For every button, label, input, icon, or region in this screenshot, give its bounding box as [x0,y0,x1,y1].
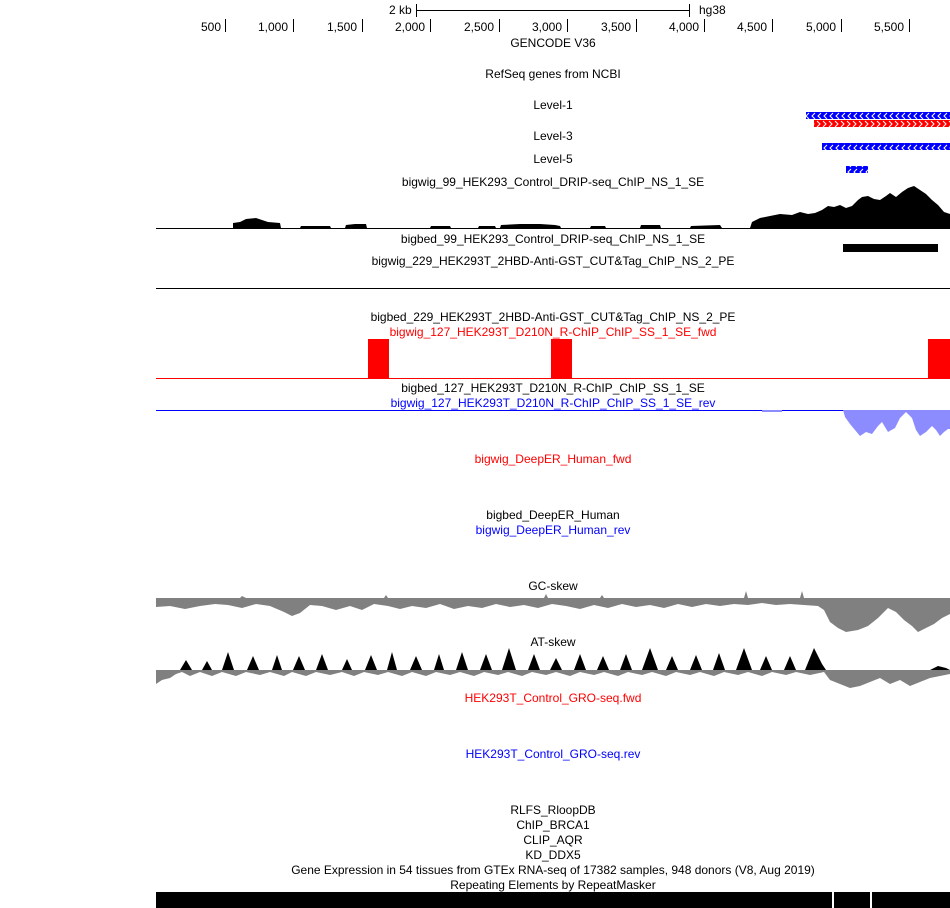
track-label-kd-ddx5[interactable]: KD_DDX5 [525,848,581,862]
ruler-tick [225,19,226,32]
bigwig-127-rev-signal[interactable] [156,410,950,436]
ruler-tick-label: 5,500 [874,20,905,34]
ruler-tick [430,19,431,32]
ruler-tick-label: 500 [201,20,222,34]
ruler-tick [841,19,842,32]
track-label-gtex[interactable]: Gene Expression in 54 tissues from GTEx … [291,863,815,877]
bigbed-99-feature[interactable] [843,244,938,252]
track-label-bigwig-127-fwd[interactable]: bigwig_127_HEK293T_D210N_R-ChIP_ChIP_SS_… [389,325,717,339]
track-label-chip-brca1[interactable]: ChIP_BRCA1 [516,818,590,832]
ruler-tick-label: 4,000 [669,20,700,34]
track-label-deeper-rev[interactable]: bigwig_DeepER_Human_rev [475,523,631,537]
track-label-bigwig-127-rev[interactable]: bigwig_127_HEK293T_D210N_R-ChIP_ChIP_SS_… [390,396,716,410]
level3-feature[interactable] [814,120,950,127]
track-label-repeatmasker[interactable]: Repeating Elements by RepeatMasker [450,878,656,892]
at-skew-signal[interactable] [156,648,950,688]
scale-bar-right-cap [689,4,690,17]
level5-feature-small[interactable] [846,166,868,173]
ruler-tick [909,19,910,32]
ruler-tick [772,19,773,32]
ruler-tick-label: 3,500 [601,20,632,34]
bigwig-99-signal[interactable] [156,186,950,229]
ruler-tick [636,19,637,32]
ruler-tick [499,19,500,32]
track-label-at-skew[interactable]: AT-skew [530,635,576,649]
track-label-bigwig-229[interactable]: bigwig_229_HEK293T_2HBD-Anti-GST_CUT&Tag… [371,254,735,268]
track-label-rlfs[interactable]: RLFS_RloopDB [510,803,596,817]
level1-feature[interactable] [806,112,950,119]
ruler: 2 kb hg38 500 1,000 1,500 2,000 2,500 3,… [0,0,950,36]
ruler-tick-label: 3,000 [532,20,563,34]
assembly-label: hg38 [699,3,726,17]
track-label-bigbed-99[interactable]: bigbed_99_HEK293_Control_DRIP-seq_ChIP_N… [400,232,706,246]
ruler-tick-label: 2,000 [395,20,426,34]
ruler-tick-label: 2,500 [464,20,495,34]
track-label-bigwig-99[interactable]: bigwig_99_HEK293_Control_DRIP-seq_ChIP_N… [401,175,705,189]
repeatmasker-bar[interactable] [156,892,950,908]
track-label-deeper-fwd[interactable]: bigwig_DeepER_Human_fwd [474,452,632,466]
track-label-refseq[interactable]: RefSeq genes from NCBI [485,67,621,81]
track-label-gro-rev[interactable]: HEK293T_Control_GRO-seq.rev [465,747,641,761]
track-label-bigbed-127[interactable]: bigbed_127_HEK293T_D210N_R-ChIP_ChIP_SS_… [401,381,705,395]
ruler-tick-label: 5,000 [806,20,837,34]
ruler-tick [293,19,294,32]
ruler-tick [362,19,363,32]
scale-bar [416,10,690,11]
ruler-tick [704,19,705,32]
ruler-tick [567,19,568,32]
bigwig-127-fwd-signal[interactable] [156,339,950,379]
track-label-bigbed-229[interactable]: bigbed_229_HEK293T_2HBD-Anti-GST_CUT&Tag… [370,310,736,324]
track-label-level3[interactable]: Level-3 [533,129,573,143]
track-label-gencode[interactable]: GENCODE V36 [510,36,596,50]
gc-skew-signal[interactable] [156,591,950,632]
track-label-deeper-bed[interactable]: bigbed_DeepER_Human [486,508,620,522]
level5-feature[interactable] [822,143,950,150]
ruler-tick-label: 4,500 [737,20,768,34]
track-label-level5[interactable]: Level-5 [533,152,573,166]
track-label-level1[interactable]: Level-1 [533,98,573,112]
track-label-gc-skew[interactable]: GC-skew [528,579,578,593]
ruler-tick-label: 1,000 [258,20,289,34]
ruler-tick-label: 1,500 [327,20,358,34]
track-label-gro-fwd[interactable]: HEK293T_Control_GRO-seq.fwd [464,691,642,705]
scale-label: 2 kb [389,3,412,17]
track-label-clip-aqr[interactable]: CLIP_AQR [523,833,583,847]
scale-bar-left-cap [416,4,417,17]
